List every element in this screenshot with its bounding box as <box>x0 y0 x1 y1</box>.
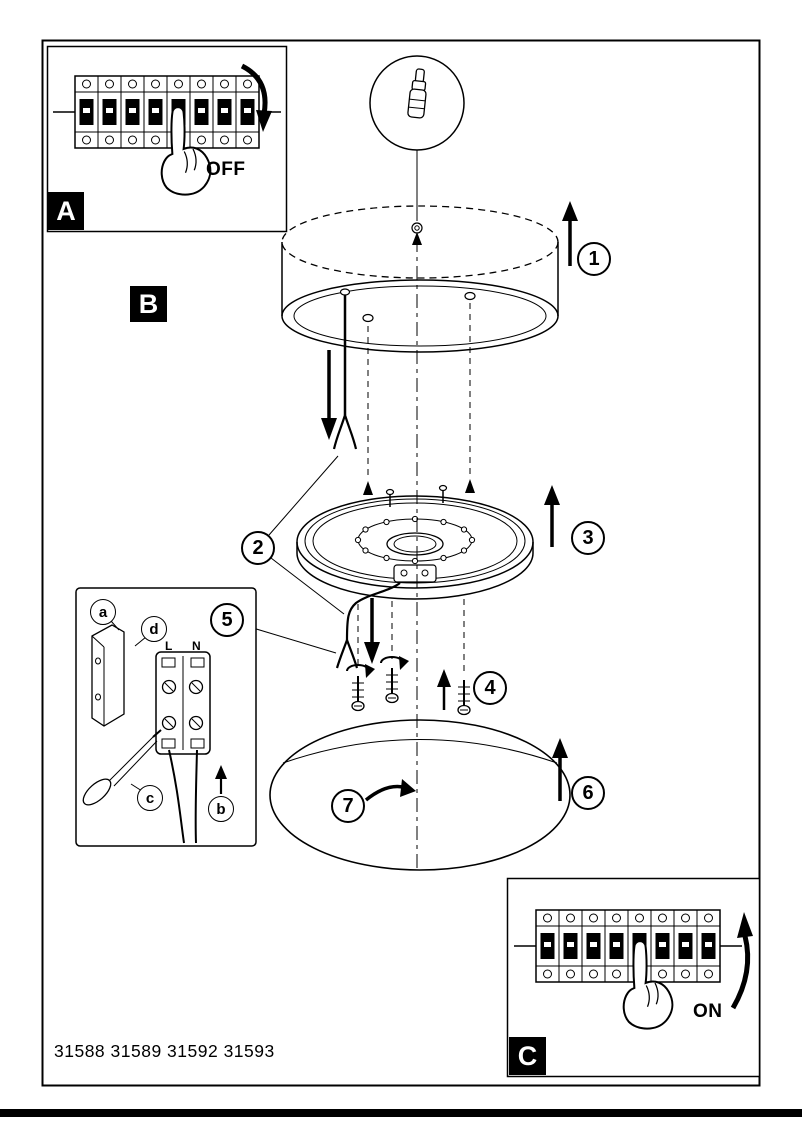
breaker-on-label: ON <box>693 1001 723 1022</box>
terminal-block-drawing <box>155 651 211 755</box>
detail-d-badge: d <box>141 616 167 642</box>
screwdriver-icon <box>82 729 162 806</box>
on-rotation-arrow <box>730 912 753 1010</box>
step-6-arrow <box>552 738 568 801</box>
off-rotation-arrow <box>240 63 272 132</box>
plate-terminal-block <box>393 564 437 583</box>
ring-screw-hole <box>464 291 476 301</box>
ceiling-ring-drawing <box>281 205 559 353</box>
inset-wire <box>168 749 185 844</box>
step-4-arrow <box>437 669 451 710</box>
detail-b-badge: b <box>208 796 234 822</box>
step-2-leaders <box>268 455 345 615</box>
main-diagram-b-label: B <box>130 286 167 322</box>
cable-gland-callout <box>369 55 465 245</box>
step-5-badge: 5 <box>210 603 244 637</box>
page-frame <box>41 39 761 1087</box>
mounting-plate-drawing <box>296 484 534 600</box>
bottom-rule <box>0 1109 802 1117</box>
wiring-detail-inset-drawing <box>75 587 337 847</box>
step-7-badge: 7 <box>331 789 365 823</box>
wire-exit-hole <box>339 288 351 296</box>
strain-relief-bracket <box>91 624 125 727</box>
terminal-n-label: N <box>192 639 201 653</box>
step-1-arrow <box>562 201 578 266</box>
breaker-off-label: OFF <box>206 159 246 180</box>
inset-c-label: C <box>509 1037 546 1075</box>
breaker-off-inset-drawing <box>46 45 288 233</box>
cable-gland-icon <box>407 68 427 119</box>
alignment-guides <box>357 303 475 676</box>
breaker-on-inset-drawing <box>506 877 761 1078</box>
terminal-l-label: L <box>165 639 173 653</box>
detail-a-badge: a <box>90 599 116 625</box>
step-1-badge: 1 <box>577 242 611 276</box>
wire-insert-arrow <box>215 765 227 794</box>
mounting-screws-drawing <box>346 656 471 716</box>
step-7-twist-arrow <box>364 779 416 802</box>
ring-screw-hole <box>362 313 374 323</box>
model-numbers: 31588 31589 31592 31593 <box>54 1041 275 1061</box>
plate-wire-drawing <box>335 582 401 669</box>
inset-a-label: A <box>48 192 84 230</box>
step-6-badge: 6 <box>571 776 605 810</box>
mains-wire-drawing <box>321 295 358 450</box>
step-4-badge: 4 <box>473 671 507 705</box>
breaker-panel-drawing-a <box>53 76 281 148</box>
step-3-badge: 3 <box>571 521 605 555</box>
inset-wire <box>194 749 198 844</box>
step-3-arrow <box>544 485 560 547</box>
step-2-badge: 2 <box>241 531 275 565</box>
diffuser-dome-drawing <box>269 719 571 871</box>
detail-c-badge: c <box>137 785 163 811</box>
breaker-panel-drawing-c <box>514 910 742 982</box>
